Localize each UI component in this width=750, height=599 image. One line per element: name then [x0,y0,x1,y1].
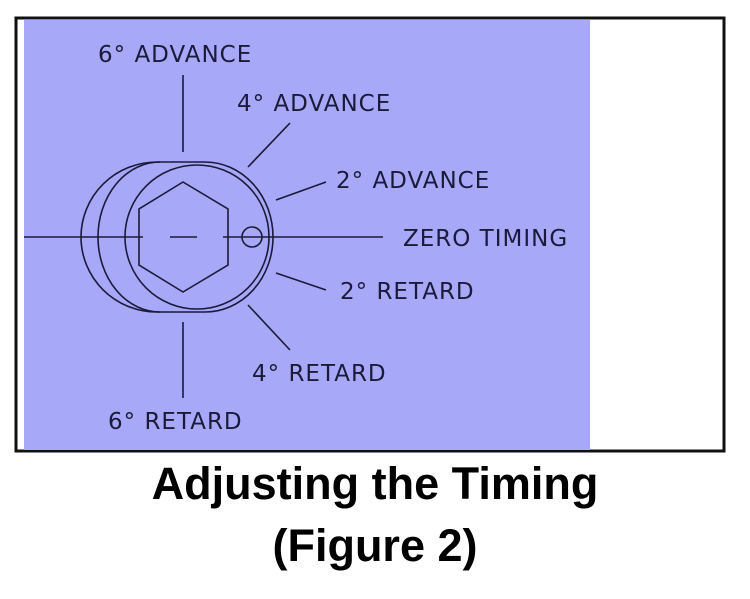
leader-4-advance [247,122,291,168]
leader-2-retard [275,272,327,291]
label-6-retard: 6° RETARD [108,409,243,435]
label-4-advance: 4° ADVANCE [237,91,391,117]
caption-figure-number: (Figure 2) [272,520,478,571]
leader-4-retard [247,304,291,351]
label-zero-timing: ZERO TIMING [403,226,568,252]
label-6-advance: 6° ADVANCE [98,42,252,68]
label-4-retard: 4° RETARD [252,361,387,387]
caption-title: Adjusting the Timing [151,458,599,509]
figure-background [24,20,590,450]
label-2-advance: 2° ADVANCE [336,168,490,194]
hex-nut [138,181,229,293]
label-2-retard: 2° RETARD [340,279,475,305]
leader-2-advance [275,181,327,201]
